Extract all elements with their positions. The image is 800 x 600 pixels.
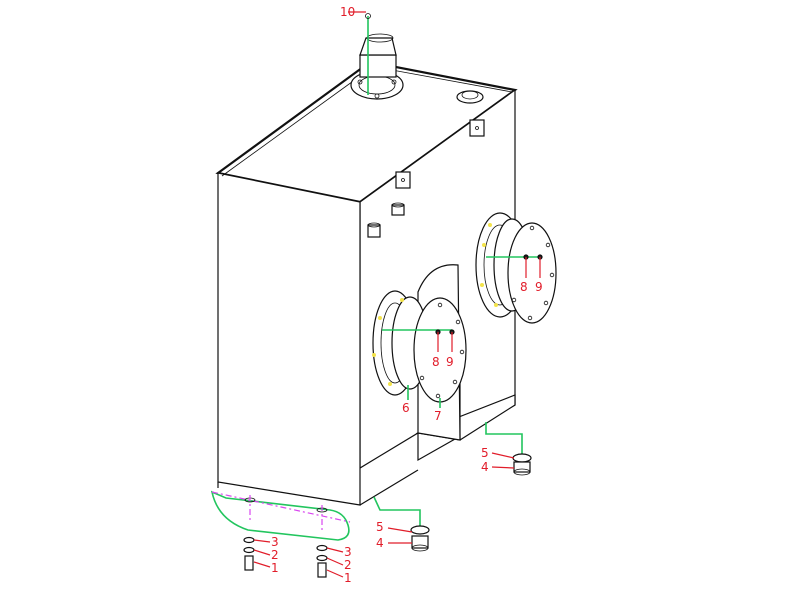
side-fittings — [367, 202, 405, 238]
bracket-hole — [475, 126, 479, 130]
base-plate-outline — [210, 490, 350, 541]
leader-1-right — [326, 569, 344, 578]
cover-bolt-hole — [549, 272, 555, 278]
cover-bolt-hole — [459, 349, 465, 355]
right-foot-fasteners — [316, 544, 344, 578]
center-drain-washer — [410, 525, 430, 535]
leader-3-left — [253, 539, 271, 543]
marker-dot — [480, 283, 484, 287]
callout-2-left: 2 — [271, 548, 279, 562]
marker-dot — [482, 243, 486, 247]
leader-5-right — [491, 452, 515, 459]
lifting-brackets — [395, 119, 485, 189]
callout-8-lower: 8 — [432, 355, 440, 369]
callout-6: 6 — [402, 401, 410, 415]
bracket-hole — [401, 178, 405, 182]
base-plate — [210, 490, 351, 541]
cover-bolt-hole — [455, 319, 461, 325]
center-drain-leader — [373, 496, 421, 528]
callout-5-right: 5 — [481, 446, 489, 460]
callout-1-left: 1 — [271, 561, 279, 575]
flange-bolt — [391, 79, 397, 85]
callout-3-left: 3 — [271, 535, 279, 549]
callout-4-right: 4 — [481, 460, 489, 474]
bracket-left — [395, 171, 411, 189]
center-drain-plug-base — [411, 544, 429, 552]
callout-3-right: 3 — [344, 545, 352, 559]
flange-bolt — [357, 79, 363, 85]
flange-bolt — [374, 93, 380, 99]
fitting-lower — [367, 224, 381, 238]
callout-10: 10 — [340, 5, 355, 19]
leader-1-left — [253, 561, 271, 568]
left-foot-fasteners — [243, 536, 271, 571]
marker-dot — [378, 316, 382, 320]
marker-dot — [388, 382, 392, 386]
center-drain-plug — [373, 496, 430, 552]
cover-bolt-hole — [511, 297, 517, 303]
right-drain-washer — [512, 453, 532, 463]
top-bevel — [221, 65, 375, 177]
cover-bolt-hole — [527, 315, 533, 321]
left-bolt — [244, 555, 254, 571]
leader-2-right — [326, 557, 344, 566]
base-plate-centerline — [211, 491, 351, 523]
marker-dot — [372, 353, 376, 357]
leader-2-left — [253, 549, 271, 556]
filler-cap-base — [456, 90, 484, 104]
right-bolt — [317, 562, 327, 578]
ledge-2 — [359, 469, 419, 506]
vent-screw — [365, 13, 371, 19]
leader-5-center — [387, 527, 413, 533]
fitting-upper — [391, 204, 405, 216]
cover-bolt-hole — [545, 242, 551, 248]
callout-5-center: 5 — [376, 520, 384, 534]
breather-assembly — [348, 11, 404, 100]
marker-dot — [488, 223, 492, 227]
cover-bolt-hole — [435, 393, 441, 399]
callout-8-upper: 8 — [520, 280, 528, 294]
leader-4-right — [491, 466, 515, 469]
callout-9-lower: 9 — [446, 355, 454, 369]
left-lock-washer — [243, 546, 255, 554]
cover-bolt-hole — [529, 225, 535, 231]
breather-cap-top — [366, 33, 394, 43]
filler-cap — [456, 90, 484, 104]
fitting-lower-top — [367, 222, 381, 228]
callout-7: 7 — [434, 409, 442, 423]
upper-inspection-port — [475, 212, 557, 324]
tank-front-face — [217, 172, 361, 506]
cover-bolt-hole — [437, 302, 443, 308]
fitting-upper-top — [391, 202, 405, 208]
right-drain-plug — [485, 422, 532, 476]
bracket-right — [469, 119, 485, 137]
filler-cap-top — [461, 90, 479, 100]
lower-inspection-port — [372, 290, 467, 408]
cover-bolt-hole — [452, 379, 458, 385]
callout-9-upper: 9 — [535, 280, 543, 294]
breather-body — [359, 54, 397, 78]
right-drain-plug-body — [513, 461, 531, 473]
leader-3-right — [326, 547, 344, 553]
marker-dot — [494, 303, 498, 307]
cover-bolt-hole — [543, 300, 549, 306]
callout-1-right: 1 — [344, 571, 352, 585]
right-lock-washer — [316, 554, 328, 562]
right-drain-plug-base — [513, 468, 531, 476]
upper-port-cover — [507, 222, 557, 324]
left-washer — [243, 536, 255, 544]
marker-dot — [400, 298, 404, 302]
callout-2-right: 2 — [344, 558, 352, 572]
lower-port-cover — [413, 297, 467, 403]
right-drain-leader — [485, 422, 523, 456]
breather-cap — [359, 37, 397, 56]
right-washer — [316, 544, 328, 552]
callout-4-center: 4 — [376, 536, 384, 550]
cover-bolt-hole — [419, 375, 425, 381]
